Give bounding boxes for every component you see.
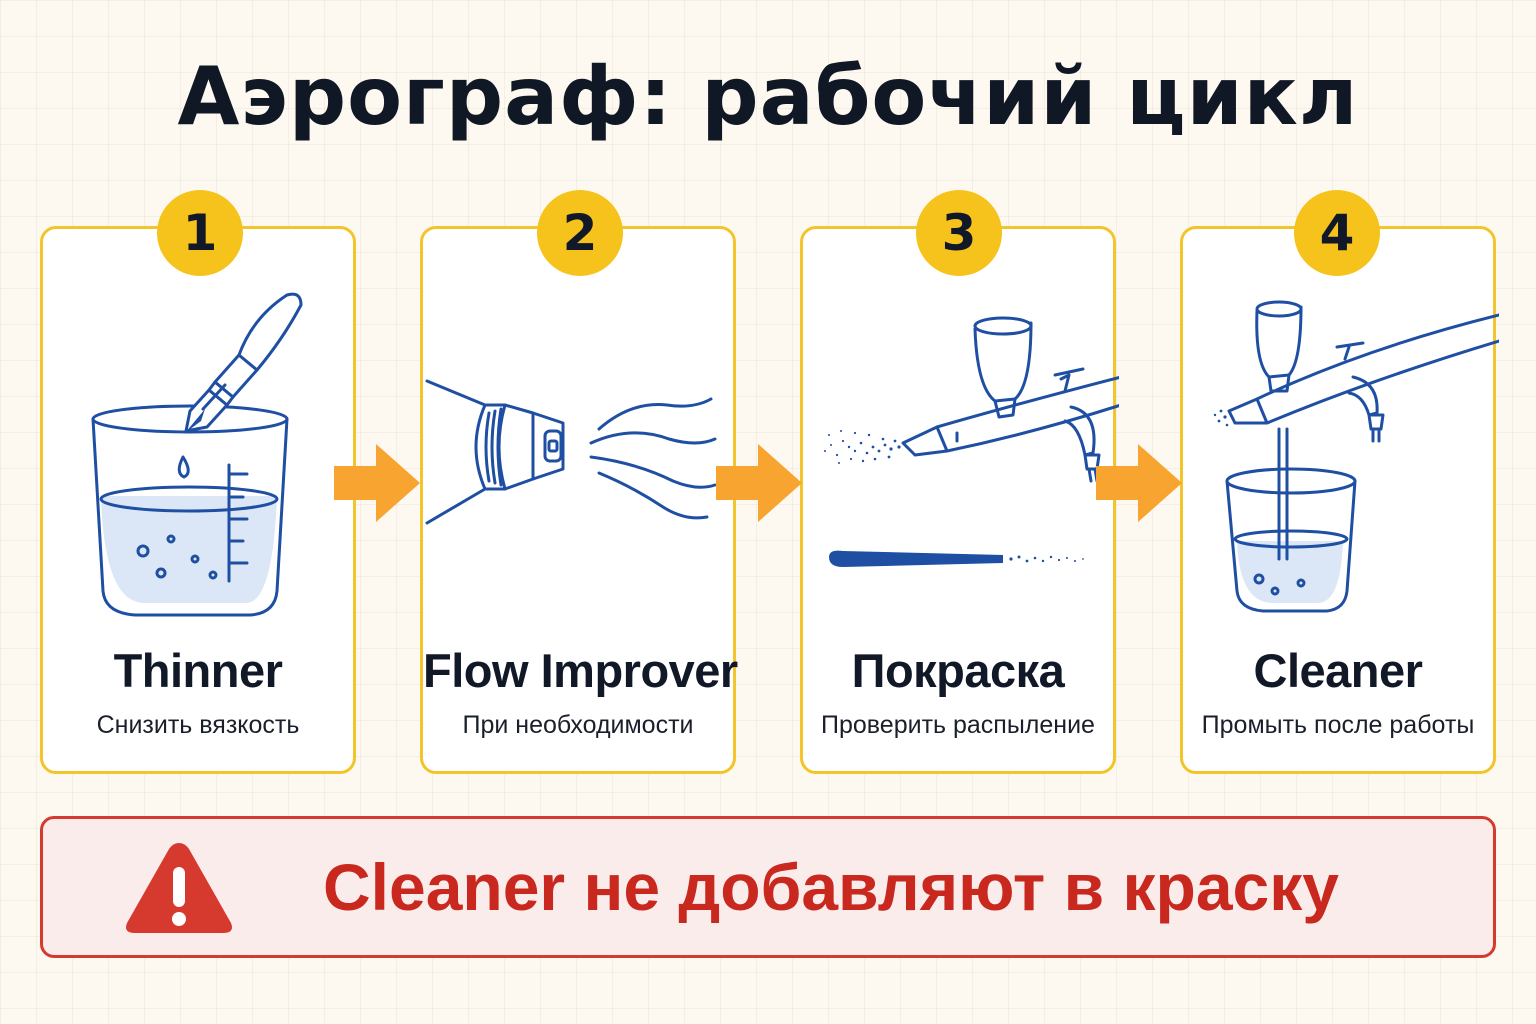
arrow-right-icon bbox=[1096, 444, 1182, 522]
warning-text: Cleaner не добавляют в краску bbox=[323, 850, 1339, 924]
step-card-thinner: Thinner Снизить вязкость bbox=[40, 226, 356, 774]
nozzle-airflow-icon bbox=[425, 379, 717, 525]
step-title: Покраска bbox=[851, 644, 1065, 697]
airbrush-spray-icon bbox=[824, 316, 1119, 567]
step-badge-1: 1 bbox=[157, 190, 243, 276]
step-card-painting: Покраска Проверить распыление bbox=[800, 226, 1119, 774]
step-subtitle: Снизить вязкость bbox=[96, 711, 300, 739]
step-badge-2: 2 bbox=[537, 190, 623, 276]
step-title: Flow Improver bbox=[423, 644, 738, 697]
step-subtitle: При необходимости bbox=[462, 711, 694, 739]
warning-banner: Cleaner не добавляют в краску bbox=[40, 816, 1496, 958]
step-badge-3: 3 bbox=[916, 190, 1002, 276]
arrow-right-icon bbox=[334, 444, 420, 522]
warning-triangle-icon bbox=[126, 843, 232, 933]
step-title: Thinner bbox=[113, 644, 283, 697]
step-card-cleaner: Cleaner Промыть после работы bbox=[1180, 226, 1499, 774]
airbrush-cleaning-cup-icon bbox=[1213, 300, 1499, 613]
step-card-flow-improver: Flow Improver При необходимости bbox=[420, 226, 738, 774]
page-title: Аэрограф: рабочий цикл bbox=[177, 50, 1359, 143]
arrow-right-icon bbox=[716, 444, 802, 522]
step-subtitle: Проверить распыление bbox=[821, 711, 1095, 739]
step-subtitle: Промыть после работы bbox=[1201, 711, 1475, 739]
step-title: Cleaner bbox=[1253, 644, 1423, 697]
step-badge-4: 4 bbox=[1294, 190, 1380, 276]
dropper-cup-icon bbox=[91, 292, 303, 617]
